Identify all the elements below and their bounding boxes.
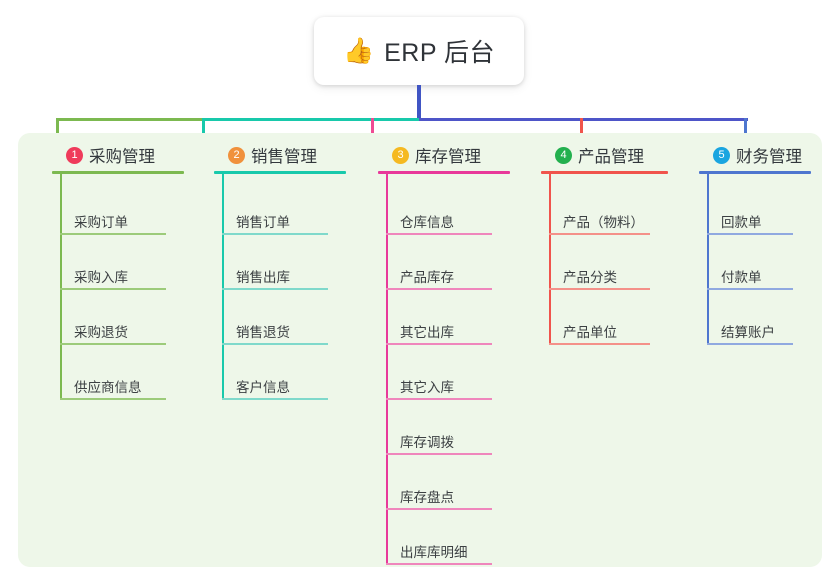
branch-column-3: 3 库存管理仓库信息产品库存其它出库其它入库库存调拨库存盘点出库库明细 (378, 133, 538, 567)
thumbs-up-icon: 👍 (342, 36, 375, 65)
branch-column-2: 2 销售管理销售订单销售出库销售退货客户信息 (214, 133, 374, 567)
branch-leaf-item[interactable]: 采购入库 (74, 270, 128, 285)
connector-bus-segment-2 (202, 118, 420, 121)
branch-header-rule (378, 171, 510, 174)
branch-leaf-item[interactable]: 产品（物料） (563, 215, 644, 230)
root-node-erp-backend[interactable]: 👍 ERP 后台 (314, 17, 524, 85)
branch-leaf-item[interactable]: 产品库存 (400, 270, 454, 285)
branch-column-1: 1 采购管理采购订单采购入库采购退货供应商信息 (52, 133, 212, 567)
branch-spine (386, 174, 388, 565)
branch-leaf-rule (60, 233, 166, 235)
branch-spine (222, 174, 224, 400)
branch-leaf-rule (60, 288, 166, 290)
branch-leaf-item[interactable]: 仓库信息 (400, 215, 454, 230)
root-node-label: ERP 后台 (384, 39, 496, 67)
branch-leaf-rule (707, 233, 793, 235)
branch-title: 采购管理 (89, 148, 155, 166)
connector-drop-1 (56, 118, 59, 147)
branches-panel: 1 采购管理采购订单采购入库采购退货供应商信息 2 销售管理销售订单销售出库销售退货客… (18, 133, 822, 567)
branch-leaf-item[interactable]: 其它入库 (400, 380, 454, 395)
branch-leaf-rule (222, 398, 328, 400)
branch-leaf-rule (386, 563, 492, 565)
branch-leaf-item[interactable]: 采购订单 (74, 215, 128, 230)
branch-leaf-rule (386, 233, 492, 235)
branch-header-4[interactable]: 4 产品管理 (555, 143, 644, 167)
branch-header-rule (541, 171, 668, 174)
branch-leaf-rule (707, 288, 793, 290)
branch-leaf-rule (707, 343, 793, 345)
branch-leaf-rule (222, 288, 328, 290)
branch-number-badge: 2 (228, 146, 245, 164)
branch-number-badge: 3 (392, 146, 409, 164)
branch-leaf-rule (386, 398, 492, 400)
branch-title: 销售管理 (251, 148, 317, 166)
branch-header-5[interactable]: 5 财务管理 (713, 143, 802, 167)
branch-leaf-rule (386, 288, 492, 290)
branch-title: 库存管理 (415, 148, 481, 166)
connector-drop-4 (580, 118, 583, 147)
branch-leaf-rule (549, 288, 650, 290)
branch-header-3[interactable]: 3 库存管理 (392, 143, 481, 167)
branch-leaf-item[interactable]: 付款单 (721, 270, 762, 285)
branch-title: 财务管理 (736, 148, 802, 166)
branch-spine (549, 174, 551, 345)
branch-leaf-item[interactable]: 销售订单 (236, 215, 290, 230)
branch-leaf-rule (386, 453, 492, 455)
branch-header-1[interactable]: 1 采购管理 (66, 143, 155, 167)
connector-bus-segment-3 (419, 118, 748, 121)
branch-column-4: 4 产品管理产品（物料） 产品分类产品单位 (541, 133, 696, 567)
branch-number-badge: 5 (713, 146, 730, 164)
branch-leaf-item[interactable]: 销售退货 (236, 325, 290, 340)
branch-leaf-item[interactable]: 回款单 (721, 215, 762, 230)
branch-spine (707, 174, 709, 345)
branch-leaf-item[interactable]: 出库库明细 (400, 545, 468, 560)
branch-leaf-rule (60, 398, 166, 400)
branch-leaf-item[interactable]: 其它出库 (400, 325, 454, 340)
connector-bus-segment-1 (56, 118, 203, 121)
branch-leaf-rule (386, 508, 492, 510)
connector-drop-3 (371, 118, 374, 147)
branch-header-2[interactable]: 2 销售管理 (228, 143, 317, 167)
connector-drop-2 (202, 118, 205, 147)
connector-trunk (417, 85, 421, 121)
branch-title: 产品管理 (578, 148, 644, 166)
branch-leaf-item[interactable]: 采购退货 (74, 325, 128, 340)
branch-leaf-item[interactable]: 结算账户 (721, 325, 775, 340)
branch-leaf-rule (386, 343, 492, 345)
branch-leaf-item[interactable]: 产品分类 (563, 270, 617, 285)
branch-leaf-item[interactable]: 产品单位 (563, 325, 617, 340)
branch-header-rule (52, 171, 184, 174)
branch-leaf-rule (222, 233, 328, 235)
connector-drop-5 (744, 118, 747, 147)
branch-leaf-rule (60, 343, 166, 345)
branch-leaf-item[interactable]: 客户信息 (236, 380, 290, 395)
branch-number-badge: 4 (555, 146, 572, 164)
branch-leaf-item[interactable]: 供应商信息 (74, 380, 142, 395)
branch-number-badge: 1 (66, 146, 83, 164)
branch-column-5: 5 财务管理回款单付款单结算账户 (699, 133, 839, 567)
branch-spine (60, 174, 62, 400)
branch-header-rule (699, 171, 811, 174)
branch-leaf-rule (549, 233, 650, 235)
branch-leaf-item[interactable]: 库存盘点 (400, 490, 454, 505)
branch-leaf-item[interactable]: 库存调拨 (400, 435, 454, 450)
branch-leaf-rule (222, 343, 328, 345)
branch-leaf-item[interactable]: 销售出库 (236, 270, 290, 285)
branch-leaf-rule (549, 343, 650, 345)
branch-header-rule (214, 171, 346, 174)
